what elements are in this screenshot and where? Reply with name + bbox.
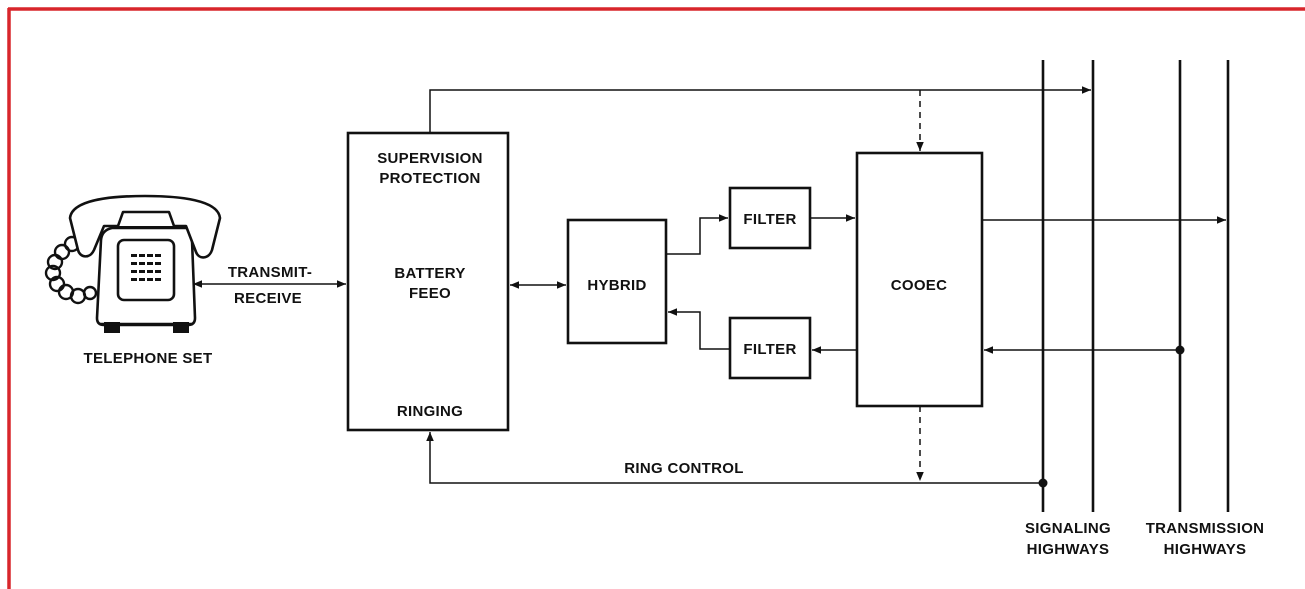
- keypad-key: [131, 270, 137, 273]
- telephone-cradle: [118, 212, 174, 226]
- codec-label: COOEC: [891, 277, 948, 294]
- keypad-key: [139, 254, 145, 257]
- keypad-key: [155, 278, 161, 281]
- cord-coil: [84, 287, 96, 299]
- keypad-key: [147, 254, 153, 257]
- keypad-key: [139, 262, 145, 265]
- keypad-key: [147, 262, 153, 265]
- supervision-label: SUPERVISION: [377, 150, 483, 167]
- receive-filter-label: FILTER: [743, 341, 796, 358]
- signaling-highways-label: SIGNALING: [1025, 520, 1111, 537]
- keypad-key: [131, 262, 137, 265]
- battery-label: BATTERY: [394, 265, 465, 282]
- junction-dot: [1176, 346, 1185, 355]
- junction-dot: [1039, 479, 1048, 488]
- ringing-label: RINGING: [397, 403, 463, 420]
- signaling-highways-label: HIGHWAYS: [1027, 541, 1110, 558]
- keypad-key: [155, 262, 161, 265]
- hybrid-label: HYBRID: [587, 277, 646, 294]
- keypad-key: [155, 270, 161, 273]
- hybrid-to-filter-connector: [666, 218, 728, 254]
- keypad-key: [139, 270, 145, 273]
- keypad-key: [147, 278, 153, 281]
- ring-control-label: RING CONTROL: [624, 460, 743, 477]
- keypad-panel: [118, 240, 174, 300]
- transmission-highways-label: HIGHWAYS: [1164, 541, 1247, 558]
- supervision-to-signaling-connector: [430, 90, 1091, 133]
- keypad-key: [139, 278, 145, 281]
- receive-label: RECEIVE: [234, 290, 302, 307]
- protection-label: PROTECTION: [379, 170, 480, 187]
- transmit-label: TRANSMIT-: [228, 264, 312, 281]
- filter-to-hybrid-connector: [668, 312, 730, 349]
- transmission-highways-label: TRANSMISSION: [1146, 520, 1265, 537]
- cord-coil: [55, 245, 69, 259]
- keypad-key: [147, 270, 153, 273]
- keypad-key: [131, 278, 137, 281]
- keypad-key: [131, 254, 137, 257]
- telephone-icon: [46, 196, 220, 333]
- transmit-filter-label: FILTER: [743, 211, 796, 228]
- telephone-set-label: TELEPHONE SET: [84, 350, 213, 367]
- keypad-key: [155, 254, 161, 257]
- feed-label: FEEO: [409, 285, 451, 302]
